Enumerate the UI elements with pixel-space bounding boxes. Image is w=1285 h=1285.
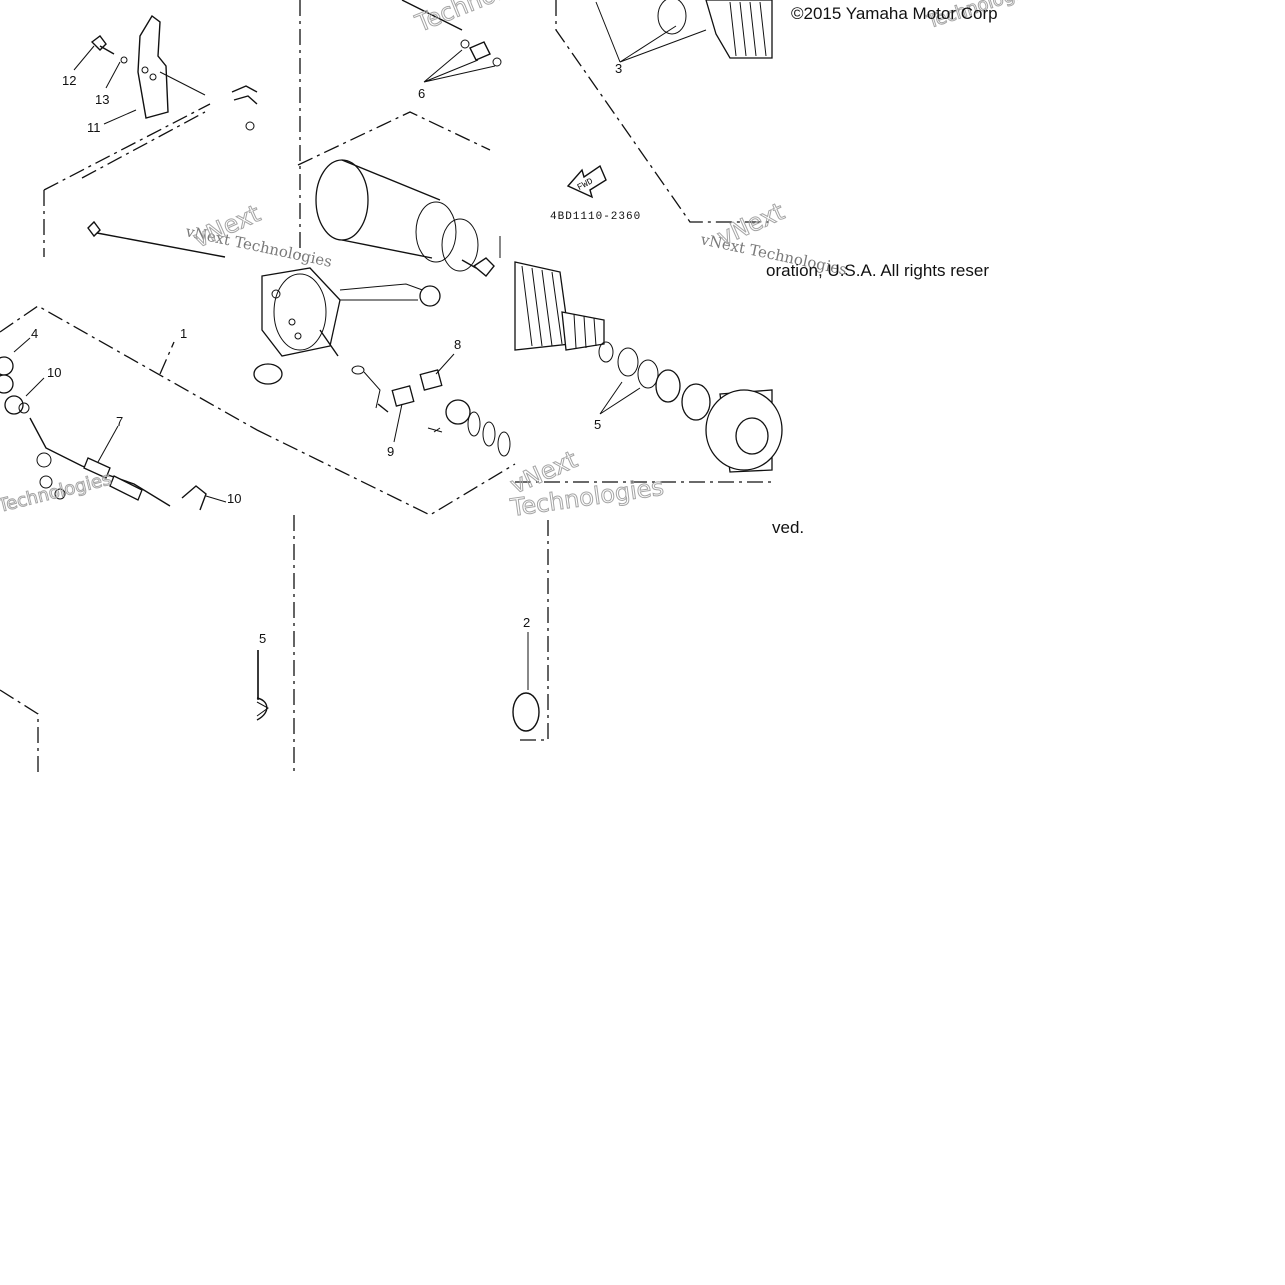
tile-bottom-middle bbox=[256, 515, 295, 772]
callout-5-armature: 5 bbox=[594, 417, 601, 432]
callout-10-upper: 10 bbox=[47, 365, 61, 380]
callout-2: 2 bbox=[523, 615, 530, 630]
callout-11: 11 bbox=[87, 120, 101, 135]
watermark-word: Technologies bbox=[411, 0, 565, 38]
callout-12: 12 bbox=[62, 73, 76, 88]
tile-top-left bbox=[43, 14, 258, 258]
diagram-code: 4BD1110-2360 bbox=[550, 211, 641, 223]
tile-top-middle bbox=[297, 0, 502, 277]
callout-6: 6 bbox=[418, 86, 425, 101]
callout-7: 7 bbox=[116, 414, 123, 429]
callout-10-lower: 10 bbox=[227, 491, 241, 506]
callout-13: 13 bbox=[95, 92, 109, 107]
copyright-line-2: oration, U.S.A. All rights reser bbox=[766, 261, 989, 280]
watermark-word: Technologies bbox=[0, 468, 113, 517]
callout-5-lower: 5 bbox=[259, 631, 266, 646]
fwd-arrow-label: FWD bbox=[576, 176, 595, 192]
callout-1: 1 bbox=[180, 326, 187, 341]
tile-middle-right bbox=[514, 261, 783, 483]
tile-middle-left bbox=[0, 305, 258, 511]
tile-bottom-left bbox=[0, 650, 269, 772]
tile-top-right bbox=[555, 0, 773, 223]
callout-4: 4 bbox=[31, 326, 38, 341]
tile-center bbox=[253, 267, 516, 516]
copyright-line-3: ved. bbox=[772, 518, 805, 537]
callout-3: 3 bbox=[615, 61, 622, 76]
callout-labels: 12 13 11 6 3 4 1 10 7 10 8 9 5 5 2 bbox=[31, 61, 622, 646]
callout-9: 9 bbox=[387, 444, 394, 459]
copyright-line-1: ©2015 Yamaha Motor Corp bbox=[791, 4, 998, 23]
tile-bottom-right bbox=[512, 520, 549, 741]
callout-8: 8 bbox=[454, 337, 461, 352]
